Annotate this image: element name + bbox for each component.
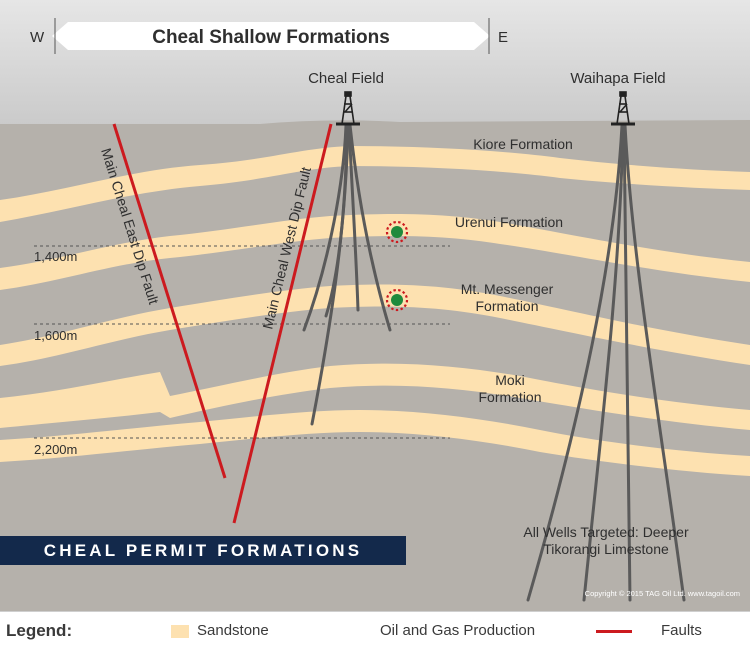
- cheal-well-4: [347, 123, 360, 312]
- legend-sandstone-swatch: [171, 625, 189, 638]
- header-title: Cheal Shallow Formations: [152, 27, 390, 48]
- formation-label-moki-2: Formation: [478, 389, 541, 405]
- legend: Legend: Sandstone Oil and Gas Production…: [0, 611, 750, 649]
- sandstone-layer-deep: [0, 410, 750, 476]
- sandstone-layer-kiore: [0, 146, 750, 222]
- depth-label-1600: 1,600m: [34, 328, 77, 343]
- legend-sandstone-label: Sandstone: [197, 622, 269, 639]
- waihapa-well-2: [582, 123, 625, 602]
- cheal-derrick-icon: [336, 91, 360, 126]
- header-arrow: [52, 22, 490, 50]
- production-marker-urenui-icon: [385, 220, 409, 244]
- cheal-well-1: [302, 123, 348, 332]
- east-dip-fault-line: [112, 123, 227, 479]
- waihapa-well-3: [622, 123, 632, 602]
- depth-label-1400: 1,400m: [34, 249, 77, 264]
- west-label: W: [30, 29, 45, 46]
- waihapa-derrick-icon: [611, 91, 635, 126]
- cheal-wells: [302, 123, 392, 426]
- permit-banner: CHEAL PERMIT FORMATIONS: [0, 536, 406, 565]
- legend-production-label: Oil and Gas Production: [380, 622, 536, 639]
- production-marker-mt-messenger-icon: [385, 288, 409, 312]
- sandstone-layer-moki: [0, 363, 750, 430]
- formation-label-mt-messenger: Mt. Messenger: [461, 281, 554, 297]
- formation-label-urenui: Urenui Formation: [455, 214, 563, 230]
- waihapa-well-1: [526, 123, 624, 602]
- copyright-text: Copyright © 2015 TAG Oil Ltd. www.tagoil…: [585, 589, 740, 598]
- west-dip-fault-line: [232, 123, 333, 524]
- waihapa-wells: [526, 123, 686, 602]
- waihapa-well-4: [623, 123, 686, 602]
- sandstone-layer-mt-messenger: [0, 284, 750, 366]
- depth-label-2200: 2,200m: [34, 442, 77, 457]
- field-label-cheal: Cheal Field: [308, 70, 384, 87]
- target-label-1: All Wells Targeted: Deeper: [523, 524, 689, 540]
- legend-fault-swatch: [596, 630, 632, 633]
- sky: [0, 0, 750, 130]
- formation-label-mt-messenger-2: Formation: [475, 298, 538, 314]
- east-label: E: [498, 29, 508, 46]
- legend-faults-label: Faults: [661, 622, 702, 639]
- sandstone-layer-urenui: [0, 214, 750, 290]
- legend-title: Legend:: [6, 621, 73, 640]
- formation-label-kiore: Kiore Formation: [473, 136, 573, 152]
- target-label-2: Tikorangi Limestone: [543, 541, 669, 557]
- cheal-well-5: [348, 123, 392, 332]
- cheal-well-3: [310, 123, 350, 426]
- formation-label-moki: Moki: [495, 372, 525, 388]
- field-label-waihapa: Waihapa Field: [570, 70, 665, 87]
